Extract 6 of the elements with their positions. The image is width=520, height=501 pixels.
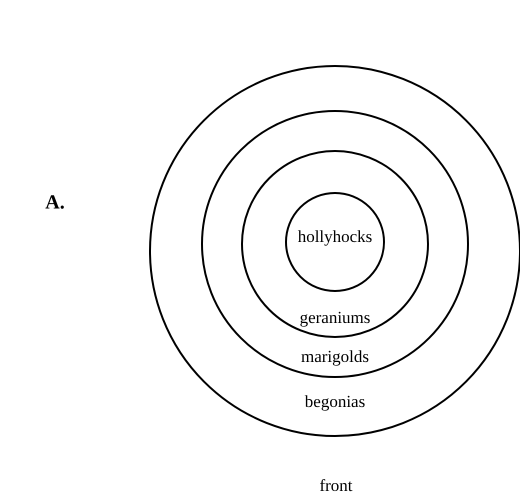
section-letter: A. bbox=[45, 192, 65, 214]
flower-label: geraniums bbox=[300, 308, 370, 328]
flower-label: marigolds bbox=[301, 347, 369, 367]
flower-label: hollyhocks bbox=[298, 227, 372, 247]
direction-label: front bbox=[319, 476, 353, 496]
flower-label: begonias bbox=[304, 392, 366, 412]
